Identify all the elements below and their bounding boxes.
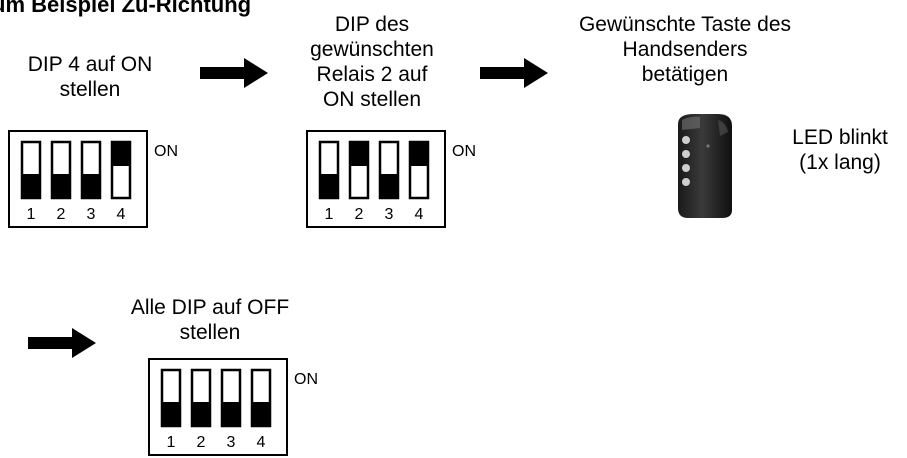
dip-switch-number: 1 — [27, 206, 36, 223]
dip-switch-number: 3 — [385, 206, 394, 223]
dip-on-label: ON — [294, 371, 318, 388]
dip-switch-number: 2 — [197, 434, 206, 451]
dip-switch-number: 4 — [117, 206, 126, 223]
arrow-right-icon — [480, 58, 548, 88]
remote-control-icon — [678, 114, 732, 218]
dip-switch-step1: 1 2 3 4 ON — [8, 130, 178, 228]
dip-on-label: ON — [154, 143, 178, 160]
dip-switch-knob-3-off — [380, 174, 398, 198]
dip-switch-number: 1 — [325, 206, 334, 223]
dip-switch-number: 4 — [257, 434, 266, 451]
dip-switch-step4: 1 2 3 4 ON — [148, 358, 318, 456]
step4-caption: Alle DIP auf OFF stellen — [130, 296, 290, 344]
dip-switch-number: 4 — [415, 206, 424, 223]
dip-switch-number: 2 — [355, 206, 364, 223]
dip-switch-knob-2-on — [350, 142, 368, 166]
step3-caption: Gewünschte Taste des Handsenders betätig… — [578, 13, 792, 86]
led-note: LED blinkt (1x lang) — [792, 126, 888, 174]
arrow-right-icon — [28, 328, 96, 358]
step2-caption: DIP des gewünschten Relais 2 auf ON stel… — [310, 13, 434, 111]
dip-switch-knob-4-on — [410, 142, 428, 166]
dip-switch-knob-2-off — [192, 402, 210, 426]
dip-switch-knob-4-on — [112, 142, 130, 166]
dip-switch-knob-1-off — [22, 174, 40, 198]
dip-switch-knob-3-off — [222, 402, 240, 426]
dip-switch-number: 3 — [87, 206, 96, 223]
dip-on-label: ON — [452, 143, 476, 160]
dip-switch-number: 3 — [227, 434, 236, 451]
step1-caption: DIP 4 auf ON stellen — [27, 53, 153, 101]
dip-switch-knob-3-off — [82, 174, 100, 198]
dip-switch-knob-1-off — [320, 174, 338, 198]
dip-switch-knob-1-off — [162, 402, 180, 426]
dip-switch-knob-2-off — [52, 174, 70, 198]
arrow-right-icon — [200, 58, 268, 88]
diagram-title: um Beispiel Zu-Richtung — [0, 0, 252, 17]
dip-switch-knob-4-off — [252, 402, 270, 426]
dip-switch-step2: 1 2 3 4 ON — [306, 130, 476, 228]
dip-switch-number: 2 — [57, 206, 66, 223]
dip-switch-number: 1 — [167, 434, 176, 451]
